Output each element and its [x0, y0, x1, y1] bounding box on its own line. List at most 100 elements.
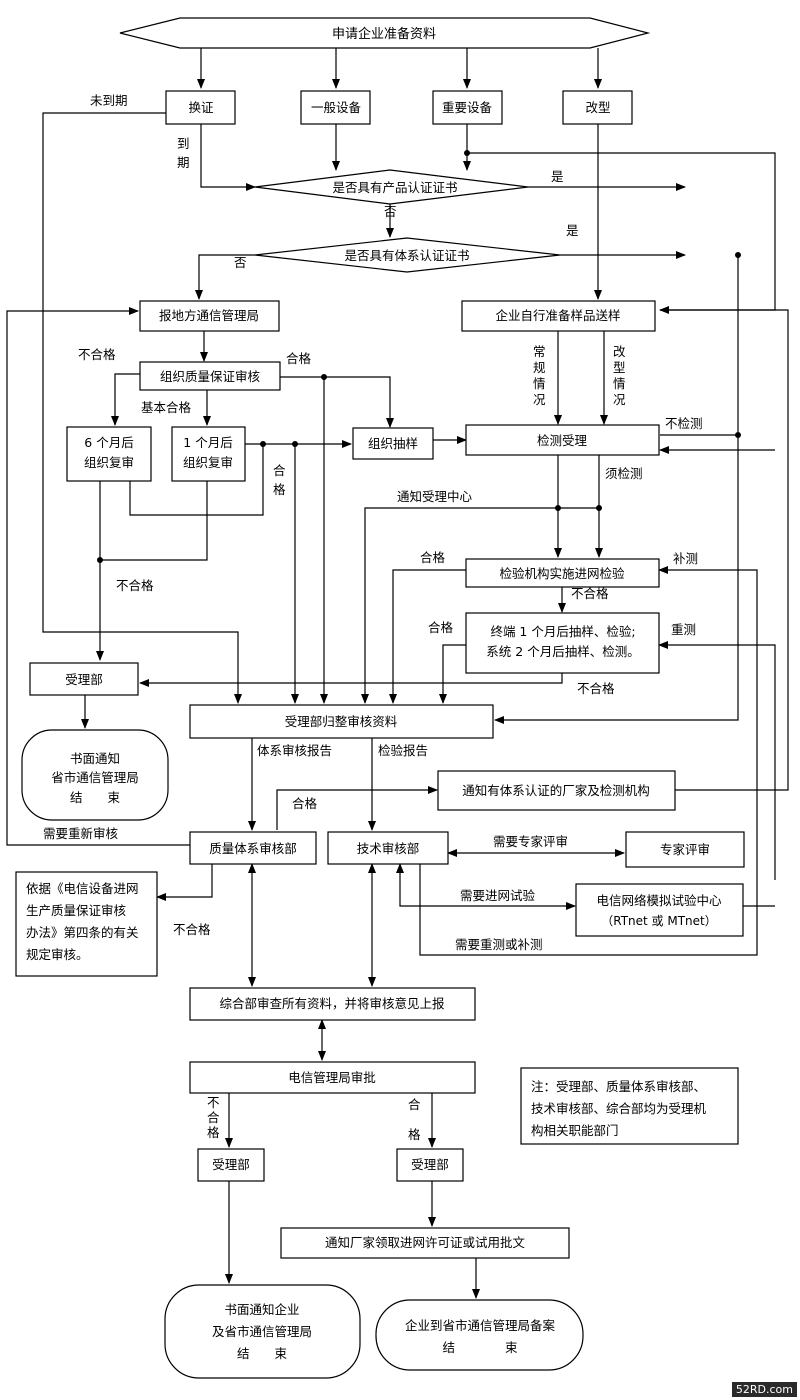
decision-product-cert-text: 是否具有产品认证证书: [332, 180, 457, 195]
node-test-accept-text: 检测受理: [537, 433, 588, 448]
node-end-notice: [21, 729, 169, 821]
node-end-left-line3: 结 束: [237, 1346, 288, 1361]
label-basic-pass: 基本合格: [141, 400, 192, 415]
decision-product-cert: [254, 169, 529, 205]
label-routine-4: 况: [533, 392, 546, 407]
note-line1: 注：受理部、质量体系审核部、: [531, 1079, 706, 1094]
node-sample-prep: [461, 300, 656, 332]
node-accept-right-text: 受理部: [411, 1157, 449, 1172]
node-org-qa-audit: [139, 361, 281, 391]
label-test-report: 检验报告: [378, 743, 428, 758]
label-fail-2: 不合格: [116, 578, 154, 593]
label-pass-2b: 格: [273, 482, 286, 497]
node-org-sampling-text: 组织抽样: [368, 436, 418, 451]
label-retest-supp: 补测: [673, 551, 698, 566]
label-need-expert: 需要专家评审: [493, 834, 568, 849]
label-routine-2: 规: [533, 360, 546, 375]
node-tech-audit-dept-text: 技术审核部: [357, 841, 420, 856]
node-notify-license: [280, 1227, 570, 1259]
node-end-right-line2: 结 束: [442, 1340, 518, 1355]
label-retest: 重测: [671, 622, 696, 637]
label-fail-3: 不合格: [571, 586, 609, 601]
node-org-qa-audit-text: 组织质量保证审核: [160, 369, 261, 384]
label-yes-1: 是: [551, 169, 564, 184]
watermark: 52RD.com: [731, 1382, 797, 1397]
label-need-test: 须检测: [605, 466, 643, 481]
label-pass-2a: 合: [273, 463, 286, 478]
node-review-6m: [66, 426, 152, 482]
label-need-net-test: 需要进网试验: [460, 888, 536, 903]
decision-system-cert-text: 是否具有体系认证证书: [344, 248, 469, 263]
node-report-local: [139, 300, 280, 332]
label-fail-6a: 不: [207, 1095, 220, 1110]
start-node-text: 申请企业准备资料: [332, 26, 436, 42]
decision-system-cert: [254, 237, 561, 273]
node-basis-line3: 办法》第四条的有关: [26, 925, 139, 940]
label-pass-6b: 格: [408, 1127, 421, 1142]
label-routine-3: 情: [533, 376, 546, 391]
node-review-1m-line2: 组织复审: [183, 455, 233, 470]
node-review-6m-line1: 6 个月后: [84, 435, 133, 450]
node-renew: [165, 90, 236, 125]
label-mod-2: 型: [613, 360, 626, 375]
label-routine-1: 常: [533, 344, 546, 359]
node-report-local-text: 报地方通信管理局: [159, 308, 259, 323]
label-mod-4: 况: [613, 392, 626, 407]
node-accept-left: [197, 1148, 265, 1182]
node-general-text: 一般设备: [311, 100, 362, 115]
node-review-6m-line2: 组织复审: [84, 455, 134, 470]
label-no-1: 否: [384, 204, 397, 219]
node-sim-center: [575, 883, 744, 937]
label-fail-6c: 格: [207, 1125, 220, 1140]
label-notify-center: 通知受理中心: [397, 489, 473, 504]
node-end-right: [375, 1299, 584, 1371]
node-notify-cert: [437, 770, 676, 811]
node-notify-license-text: 通知厂家领取进网许可证或试用批文: [325, 1235, 526, 1250]
node-expert-review: [625, 831, 745, 868]
node-telecom-approval: [189, 1061, 476, 1094]
label-no-2: 否: [234, 255, 247, 270]
node-general-review: [189, 987, 476, 1021]
node-renew-text: 换证: [188, 100, 214, 115]
node-qs-audit-dept-text: 质量体系审核部: [209, 841, 297, 856]
node-followup: [465, 612, 660, 674]
node-modify-text: 改型: [585, 100, 610, 115]
node-basis-line1: 依据《电信设备进网: [26, 881, 139, 896]
node-general-review-text: 综合部审查所有资料，并将审核意见上报: [219, 996, 445, 1011]
node-inspection-text: 检验机构实施进网检验: [499, 566, 625, 581]
node-accept-dept: [29, 662, 139, 696]
node-notify-cert-text: 通知有体系认证的厂家及检测机构: [462, 783, 650, 798]
node-accept-collect: [189, 704, 494, 739]
node-important-text: 重要设备: [442, 100, 493, 115]
label-sys-report: 体系审核报告: [257, 743, 332, 758]
label-need-retest: 需要重测或补测: [455, 937, 543, 952]
label-expired-1: 到: [177, 136, 190, 151]
node-accept-right: [396, 1148, 464, 1182]
node-basis-line4: 规定审核。: [26, 947, 89, 962]
note-line3: 构相关职能部门: [531, 1123, 619, 1138]
label-pass-1: 合格: [286, 351, 312, 366]
node-accept-left-text: 受理部: [212, 1157, 250, 1172]
node-end-left-line2: 及省市通信管理局: [212, 1324, 312, 1339]
label-fail-1: 不合格: [78, 347, 116, 362]
node-basis: [15, 871, 158, 977]
node-accept-dept-text: 受理部: [65, 672, 103, 687]
node-important: [432, 90, 503, 125]
label-pass-5: 合格: [292, 796, 318, 811]
label-fail-5: 不合格: [173, 922, 211, 937]
label-fail-6b: 合: [207, 1110, 220, 1125]
node-inspection: [465, 558, 660, 588]
node-note: [520, 1067, 739, 1145]
label-pass-4: 合格: [428, 620, 454, 635]
label-mod-3: 情: [613, 376, 626, 391]
node-accept-collect-text: 受理部归整审核资料: [285, 714, 398, 729]
start-node: [119, 17, 651, 49]
label-need-reaudit: 需要重新审核: [43, 826, 119, 841]
label-no-test: 不检测: [665, 416, 703, 431]
node-review-1m-line1: 1 个月后: [183, 435, 232, 450]
junction-dots: [97, 150, 741, 563]
node-qs-audit-dept: [189, 831, 317, 865]
label-expired-2: 期: [177, 155, 190, 170]
